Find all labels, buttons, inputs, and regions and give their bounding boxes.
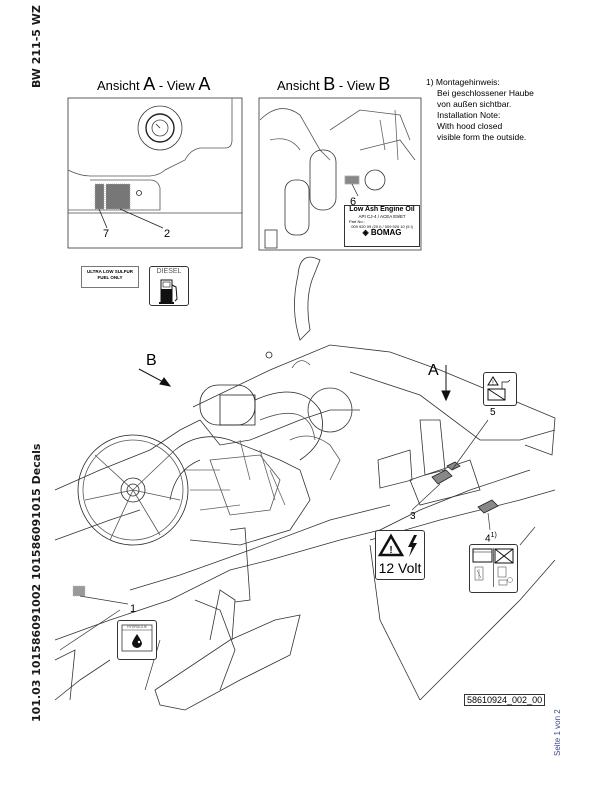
page-number: Seite 1 von 2 [553,709,562,756]
callout-5: 5 [490,407,496,418]
view-a-letter: A [143,74,156,94]
view-b-title: Ansicht B - View B [277,74,390,95]
engine-assembly [77,351,353,546]
callout-6: 6 [350,196,357,208]
hydraulic-label: HYDRAULIK [126,625,148,629]
decal-battery-disconnect [469,544,518,593]
decal-12-volt: ! 12 Volt [375,530,425,580]
decal-diesel: DIESEL [149,266,189,306]
view-a-letter-2: A [198,74,211,94]
decal-location-patches [72,461,499,597]
fuel-pump-icon [159,279,178,304]
oil-decal-title: Low Ash Engine Oil [349,206,415,213]
view-b-detail [258,97,422,251]
callout-4: 41) [485,532,497,544]
fuel-decal-line2: FUEL ONLY [97,275,123,280]
decal-hydraulic: HYDRAULIK [117,620,157,660]
view-a-middle: - View [155,78,199,93]
view-a-detail [67,97,243,249]
decal-battery-warning: ! [483,372,517,406]
fuel-decal-line1: ULTRA LOW SULFUR [87,269,133,274]
oil-decal-part-numbers: 009 920 09 (20 l) / 009 920 10 (5 l) [351,224,413,229]
svg-text:!: ! [389,545,392,556]
view-a-prefix: Ansicht [97,78,140,93]
callout-4-footnote: 1) [490,532,497,539]
view-b-marker: B [146,352,157,369]
hydraulic-oil-icon [121,624,153,652]
view-b-middle: - View [335,78,379,93]
view-arrows [138,365,451,402]
callout-4-number: 4 [485,533,491,545]
bomag-brand: BOMAG [370,228,402,237]
decal-ultra-low-sulfur-fuel: ULTRA LOW SULFUR FUEL ONLY [81,266,139,288]
oil-decal-part-label: Part No.: [349,219,365,224]
note-line: visible form the outside. [437,132,527,142]
callout-3: 3 [410,511,416,522]
decal-low-ash-engine-oil: Low Ash Engine Oil API CJ-4 / ACEA E9/E7… [344,205,420,247]
diesel-label: DIESEL [156,268,182,275]
machine-frame [54,256,556,711]
voltage-label: 12 Volt [378,560,422,576]
note-line: Installation Note: [437,110,501,120]
bomag-logo-icon: ◈ [362,228,369,237]
note-line: von außen sichtbar. [437,99,512,109]
leader-lines [59,419,536,691]
callout-2: 2 [164,228,171,240]
note-line: Bei geschlossener Haube [437,88,534,98]
view-b-letter-2: B [378,74,391,94]
installation-note: 1) Montagehinweis: Bei geschlossener Hau… [426,77,534,143]
battery-warning-icon: ! [487,376,511,401]
callout-7: 7 [103,228,110,240]
note-line: With hood closed [437,121,503,131]
bomag-logo: ◈ BOMAG [345,228,419,237]
svg-text:!: ! [492,381,494,387]
view-a-title: Ansicht A - View A [97,74,210,95]
view-b-letter: B [323,74,336,94]
oil-decal-spec: API CJ-4 / ACEA E9/E7 [358,214,406,219]
callout-1: 1 [130,603,137,615]
note-line: 1) Montagehinweis: [426,77,500,87]
battery-disconnect-icon [472,548,514,587]
view-b-prefix: Ansicht [277,78,320,93]
electric-warning-icon: ! [377,533,417,557]
drawing-number: 58610924_002_00 [464,694,546,706]
view-a-marker: A [428,362,439,379]
